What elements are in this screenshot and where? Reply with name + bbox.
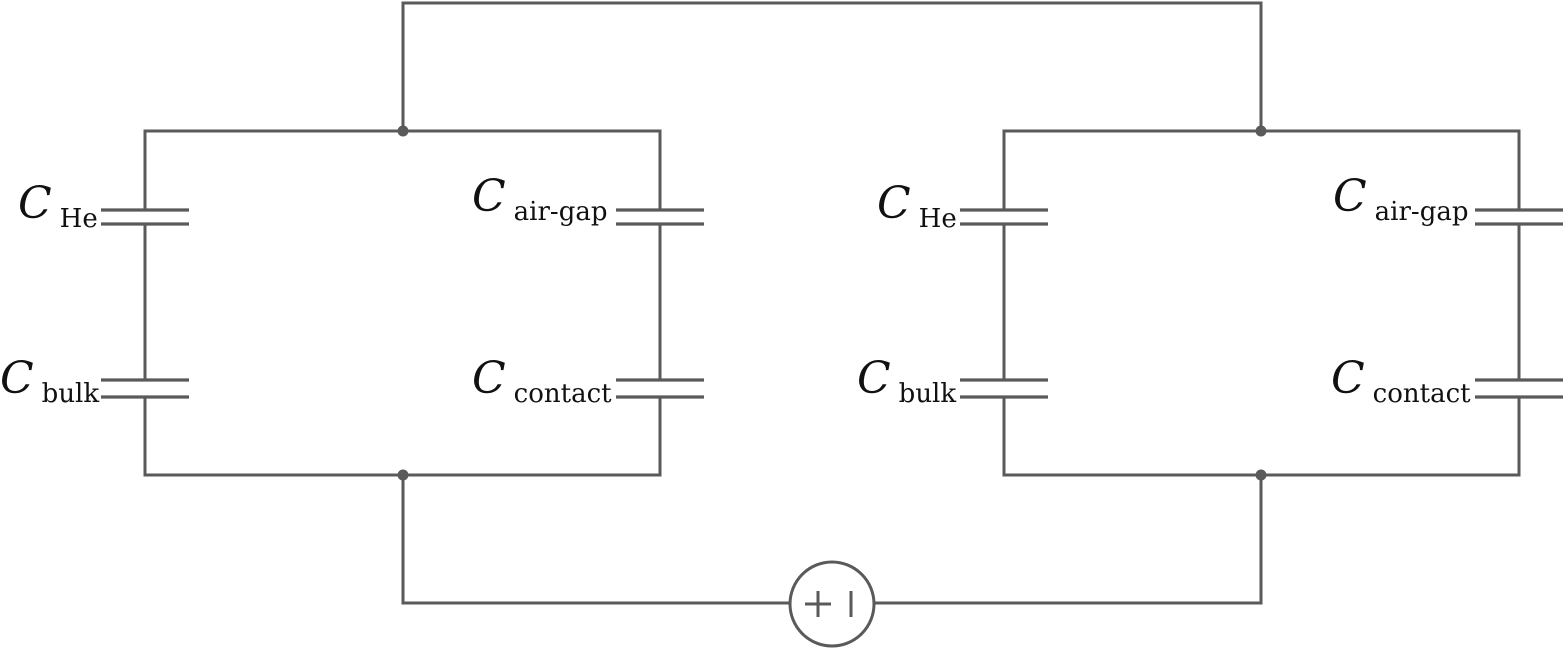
left-he-label: C He [18, 178, 98, 234]
right-he-symbol: C [877, 178, 911, 229]
left-bulk-capacitor [101, 378, 189, 399]
left-he-subscript: He [60, 204, 98, 234]
right-air-gap-subscript: air-gap [1375, 197, 1469, 227]
right-network-bottom-left-wire [1002, 395, 1263, 477]
source-circle [788, 560, 876, 648]
left-air-gap-symbol: C [472, 171, 506, 222]
left-he-symbol: C [18, 178, 52, 229]
right-he-label: C He [877, 178, 957, 234]
right-he-capacitor [960, 208, 1048, 226]
right-bulk-capacitor [960, 378, 1048, 399]
top-interconnect-wire [401, 1, 1263, 133]
left-network-top-right-wire [401, 129, 662, 212]
left-network-bottom-right-wire [401, 395, 662, 477]
left-bulk-symbol: C [0, 353, 34, 404]
left-contact-label: C contact [472, 353, 612, 409]
left-air-gap-capacitor [616, 208, 704, 226]
left-network-bottom-left-wire [143, 395, 405, 477]
left-contact-capacitor [616, 378, 704, 399]
left-air-gap-label: C air-gap [472, 171, 608, 227]
right-network-top-wire [1002, 129, 1263, 212]
left-bulk-subscript: bulk [42, 379, 100, 409]
right-contact-capacitor [1475, 378, 1563, 399]
right-network-top-right-wire [1259, 129, 1521, 212]
left-air-gap-subscript: air-gap [514, 197, 608, 227]
left-contact-subscript: contact [514, 379, 612, 409]
right-bulk-symbol: C [857, 353, 891, 404]
left-bulk-label: C bulk [0, 353, 99, 409]
right-he-subscript: He [919, 204, 957, 234]
right-contact-subscript: contact [1373, 379, 1471, 409]
left-contact-symbol: C [472, 353, 506, 404]
right-network: C He C bulk C air-gap C contact [857, 125, 1563, 481]
left-he-capacitor [101, 208, 189, 226]
bottom-right-source-wire [873, 473, 1263, 605]
right-contact-symbol: C [1331, 353, 1365, 404]
right-air-gap-label: C air-gap [1333, 171, 1469, 227]
right-bulk-label: C bulk [857, 353, 956, 409]
right-air-gap-symbol: C [1333, 171, 1367, 222]
right-air-gap-capacitor [1475, 208, 1563, 226]
dc-voltage-source-icon [788, 560, 876, 648]
right-network-bottom-right-wire [1259, 395, 1521, 477]
right-bulk-subscript: bulk [899, 379, 957, 409]
right-contact-label: C contact [1331, 353, 1471, 409]
left-network: C He C bulk C air-gap C contact [0, 125, 704, 481]
left-network-top-wire [143, 129, 405, 212]
bottom-left-source-wire [401, 473, 791, 605]
